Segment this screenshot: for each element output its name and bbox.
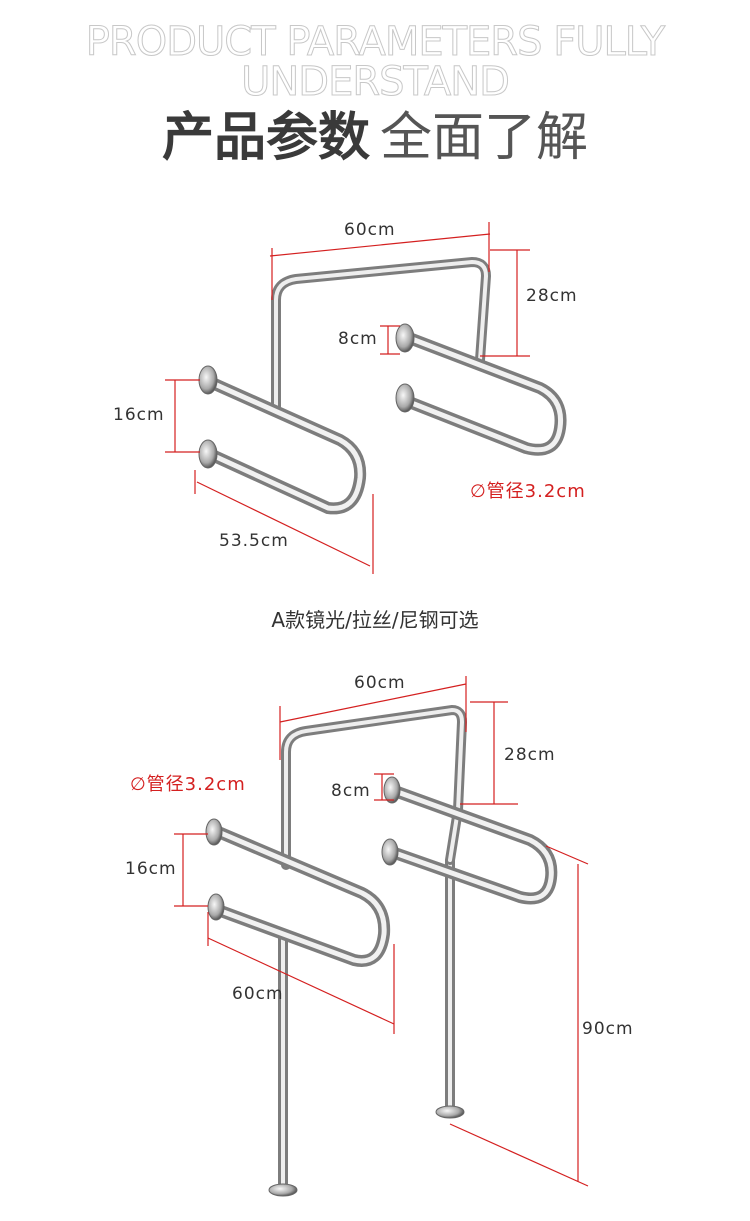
label-b-length: 60cm xyxy=(232,984,284,1004)
label-b-spacing: 16cm xyxy=(125,859,177,879)
dimension-labels-a: 60cm 28cm 8cm 16cm 53.5cm ∅管径3.2cm xyxy=(113,220,586,551)
label-b-width: 60cm xyxy=(354,673,406,693)
dimension-lines-b xyxy=(174,676,589,1187)
label-a-length: 53.5cm xyxy=(219,531,289,551)
label-a-width: 60cm xyxy=(344,220,396,240)
title-chinese-bold: 产品参数 xyxy=(161,108,370,168)
dimension-labels-b: 60cm 28cm ∅管径3.2cm 8cm 16cm 60cm 90cm xyxy=(125,673,634,1039)
title-english: PRODUCT PARAMETERS FULLY UNDERSTAND xyxy=(0,19,750,105)
label-b-offset: 8cm xyxy=(331,781,371,801)
grab-bar-b xyxy=(205,704,558,1197)
label-a-spacing: 16cm xyxy=(113,405,165,425)
title-chinese: 产品参数全面了解 xyxy=(0,108,750,168)
label-b-height: 90cm xyxy=(582,1019,634,1039)
material-caption: A款镜光/拉丝/尼钢可选 xyxy=(271,608,479,632)
grab-bar-a xyxy=(198,256,567,515)
title-chinese-light: 全面了解 xyxy=(380,108,589,168)
label-b-depth: 28cm xyxy=(504,745,556,765)
title-english-line2: UNDERSTAND xyxy=(241,59,511,105)
title-english-line1: PRODUCT PARAMETERS FULLY xyxy=(85,19,665,65)
label-a-pipe-diameter: ∅管径3.2cm xyxy=(470,481,586,502)
label-a-offset: 8cm xyxy=(338,329,378,349)
label-b-pipe-diameter: ∅管径3.2cm xyxy=(130,774,246,795)
dimension-lines-a xyxy=(165,222,530,574)
label-a-depth: 28cm xyxy=(526,286,578,306)
